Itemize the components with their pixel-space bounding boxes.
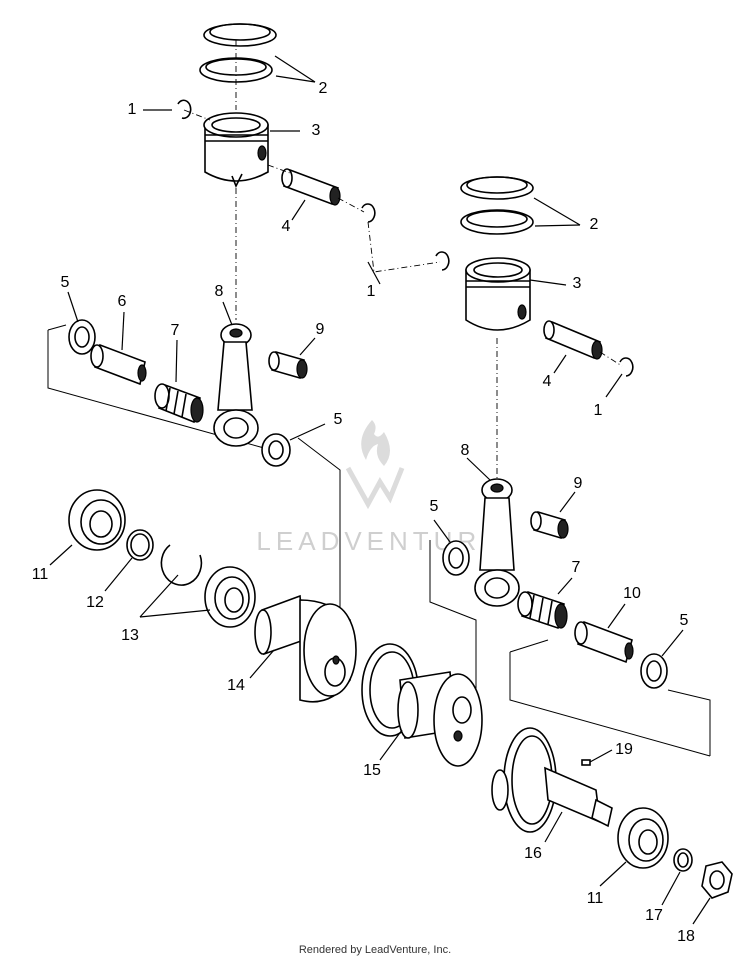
callout-1: 1 bbox=[128, 101, 137, 118]
circlip-right-b bbox=[619, 357, 634, 377]
piston-pin-right bbox=[543, 320, 603, 360]
crankshaft-center-15 bbox=[361, 643, 483, 767]
washer-17 bbox=[673, 848, 693, 872]
circlip-left-a bbox=[177, 99, 192, 120]
callout-9: 9 bbox=[316, 321, 325, 338]
spacer-6 bbox=[90, 343, 147, 386]
bearing-seal-right-upper bbox=[442, 540, 470, 576]
callout-2: 2 bbox=[590, 216, 599, 233]
callout-13: 13 bbox=[121, 627, 139, 644]
washer-12 bbox=[126, 529, 154, 561]
snap-ring-13 bbox=[160, 544, 203, 586]
rod-box-left bbox=[47, 324, 341, 640]
callout-8: 8 bbox=[215, 283, 224, 300]
callout-8: 8 bbox=[461, 442, 470, 459]
piston-pin-left bbox=[281, 168, 341, 206]
callout-1: 1 bbox=[367, 283, 376, 300]
needle-bearing-left-7 bbox=[154, 383, 204, 424]
callout-11: 11 bbox=[587, 890, 604, 907]
bearing-seal-left-lower bbox=[261, 433, 291, 467]
callout-2: 2 bbox=[319, 80, 328, 97]
leader-lines bbox=[49, 55, 711, 925]
callout-17: 17 bbox=[645, 907, 663, 924]
rod-box-right bbox=[429, 540, 711, 757]
callout-16: 16 bbox=[524, 845, 542, 862]
piston-rings-right bbox=[460, 176, 534, 235]
connecting-rod-right bbox=[474, 478, 520, 607]
callout-1: 1 bbox=[594, 402, 603, 419]
callout-19: 19 bbox=[615, 741, 633, 758]
callout-14: 14 bbox=[227, 677, 245, 694]
needle-bearing-right-7 bbox=[517, 590, 568, 630]
needle-bearing-right-9 bbox=[530, 510, 569, 540]
callouts: 1 2 3 4 1 2 3 4 1 5 6 7 8 9 5 8 5 9 7 10… bbox=[32, 80, 695, 945]
callout-4: 4 bbox=[282, 218, 291, 235]
callout-7: 7 bbox=[572, 559, 581, 576]
piston-rings-left bbox=[199, 23, 277, 83]
callout-4: 4 bbox=[543, 373, 552, 390]
callout-3: 3 bbox=[573, 275, 582, 292]
callout-3: 3 bbox=[312, 122, 321, 139]
piston-right bbox=[465, 257, 531, 331]
callout-11: 11 bbox=[32, 566, 49, 583]
nut-18 bbox=[701, 861, 733, 899]
key-19 bbox=[581, 759, 591, 766]
crankshaft-half-16 bbox=[491, 727, 613, 833]
bearing-seal-left-upper bbox=[68, 319, 96, 355]
callout-12: 12 bbox=[86, 594, 104, 611]
crankshaft-half-14 bbox=[254, 594, 357, 703]
callout-5: 5 bbox=[680, 612, 689, 629]
footer-credit: Rendered by LeadVenture, Inc. bbox=[298, 944, 452, 956]
bearing-seal-right-lower bbox=[640, 653, 668, 689]
callout-7: 7 bbox=[171, 322, 180, 339]
spacer-10 bbox=[574, 620, 634, 664]
circlip-left-b bbox=[361, 203, 376, 223]
main-bearing-left-11 bbox=[68, 489, 126, 551]
callout-6: 6 bbox=[118, 293, 127, 310]
piston-left bbox=[203, 112, 269, 188]
callout-10: 10 bbox=[623, 585, 641, 602]
callout-5: 5 bbox=[430, 498, 439, 515]
main-bearing-13 bbox=[204, 566, 256, 628]
callout-15: 15 bbox=[363, 762, 381, 779]
circlip-right-a bbox=[435, 251, 450, 271]
callout-18: 18 bbox=[677, 928, 695, 945]
needle-bearing-left-9 bbox=[268, 350, 308, 380]
watermark: LEADVENTURE bbox=[256, 420, 499, 556]
callout-5: 5 bbox=[61, 274, 70, 291]
callout-5: 5 bbox=[334, 411, 343, 428]
connecting-rod-left bbox=[213, 323, 259, 447]
center-lines bbox=[183, 40, 623, 480]
callout-9: 9 bbox=[574, 475, 583, 492]
main-bearing-right-11 bbox=[617, 807, 669, 869]
